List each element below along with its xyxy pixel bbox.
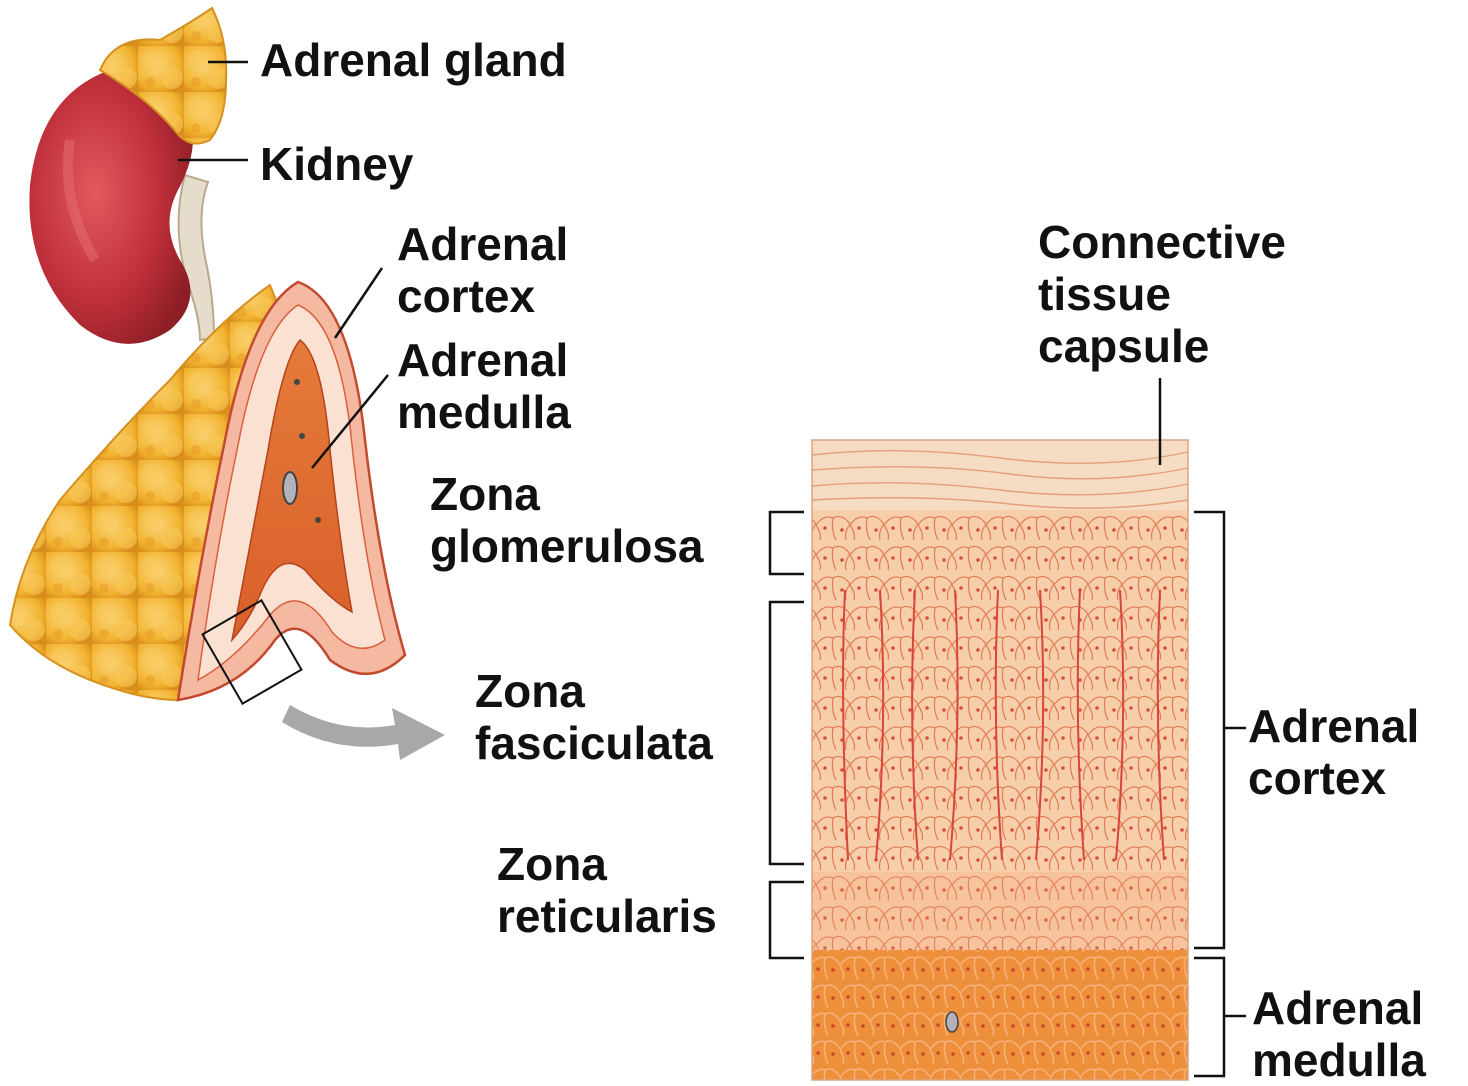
- label-connective-tissue-capsule: Connective tissue capsule: [1038, 216, 1286, 372]
- tissue-medulla: [812, 950, 1188, 1080]
- label-kidney: Kidney: [260, 138, 413, 190]
- label-zona-reticularis: Zona reticularis: [497, 838, 717, 942]
- label-zona-glomerulosa: Zona glomerulosa: [430, 468, 704, 572]
- ureter: [179, 175, 214, 340]
- label-adrenal-medulla-right: Adrenal medulla: [1252, 982, 1426, 1086]
- label-adrenal-medulla-left: Adrenal medulla: [397, 334, 571, 438]
- label-zona-fasciculata: Zona fasciculata: [475, 665, 713, 769]
- label-adrenal-cortex-right: Adrenal cortex: [1248, 700, 1419, 804]
- left-brackets: [770, 512, 804, 958]
- tissue-section: [812, 440, 1188, 1080]
- label-adrenal-gland: Adrenal gland: [260, 34, 567, 86]
- adrenal-cortex-leader: [335, 268, 382, 338]
- right-brackets: [1194, 512, 1246, 1076]
- label-adrenal-cortex-left: Adrenal cortex: [397, 218, 568, 322]
- tissue-glomerulosa: [812, 510, 1188, 580]
- magnification-arrow: [282, 705, 445, 760]
